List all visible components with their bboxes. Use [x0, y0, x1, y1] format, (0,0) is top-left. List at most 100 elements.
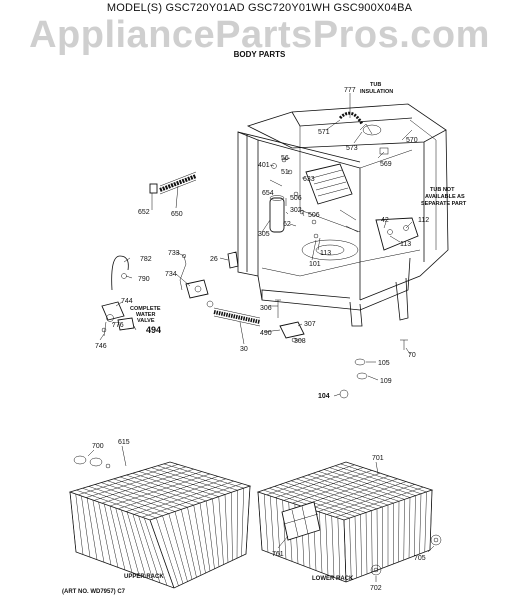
upper-rack-side-wire	[231, 492, 233, 561]
upper-rack-side-wire	[86, 497, 98, 560]
lower-rack-side-wire	[270, 495, 275, 555]
part-number-506-upper: 506	[290, 195, 302, 202]
upper-rack-wire	[117, 476, 219, 510]
upper-rack-side-wire	[212, 498, 220, 567]
part-number-305: 305	[258, 231, 270, 238]
note-water-valve-line-1: COMPLETE	[130, 306, 161, 312]
lower-rack-side-wire	[331, 515, 335, 578]
part-number-109: 109	[380, 378, 392, 385]
upper-rack-wire	[93, 468, 195, 501]
upper-rack-drawing	[68, 455, 252, 589]
upper-rack-side-wire	[138, 515, 161, 583]
note-tub-not-available-line-3: SEPARATE PART	[421, 201, 467, 207]
part-number-569: 569	[380, 161, 392, 168]
part-number-701: 701	[372, 455, 384, 462]
part-number-733: 733	[168, 250, 180, 257]
part-number-105: 105	[378, 360, 390, 367]
lower-rack-wire	[283, 470, 372, 501]
upper-rack-side-wire	[75, 493, 84, 555]
notes: TUB INSULATION TUB NOT AVAILABLE AS SEPA…	[130, 82, 467, 324]
part-number-734: 734	[165, 271, 177, 278]
upper-rack-side-wire	[92, 499, 105, 563]
section-title: BODY PARTS	[233, 50, 286, 59]
lower-rack-wire	[335, 486, 424, 518]
lower-rack-side-wire	[282, 499, 287, 560]
part-number-112: 112	[418, 217, 429, 224]
upper-rack-side-wire	[149, 519, 175, 589]
part-number-42: 42	[381, 217, 389, 224]
part-number-777: 777	[344, 87, 356, 94]
part-number-744: 744	[121, 298, 133, 305]
lower-rack-wire	[292, 472, 381, 504]
part-number-113-left: 113	[320, 250, 331, 257]
note-tub-not-available-line-2: AVAILABLE AS	[425, 194, 465, 200]
part-number-51: 51	[281, 169, 289, 176]
part-number-104: 104	[318, 393, 330, 400]
part-number-494: 494	[146, 325, 161, 335]
lower-rack-side-wire	[276, 497, 281, 557]
upper-rack-side-wire	[181, 509, 197, 578]
lower-rack-side-wire	[365, 512, 368, 575]
tub-assembly	[237, 103, 449, 327]
caption-lower-rack: LOWER RACK	[312, 576, 354, 582]
note-water-valve-line-2: WATER	[136, 312, 155, 318]
part-number-70: 70	[408, 352, 416, 359]
part-number-654: 654	[262, 190, 274, 197]
upper-rack-wire	[77, 464, 179, 496]
lower-rack-side-wire	[360, 514, 362, 577]
upper-rack-side-wire	[174, 511, 193, 580]
upper-rack-side-wire	[224, 494, 229, 563]
lower-rack-side-wire	[408, 497, 411, 559]
part-number-650: 650	[171, 211, 183, 218]
watermark: AppliancePartsPros.com	[29, 14, 490, 56]
upper-rack-side-wire	[236, 490, 238, 559]
lower-rack-side-wire	[343, 519, 347, 583]
caption-upper-rack: UPPER RACK	[124, 574, 164, 580]
part-number-573: 573	[346, 145, 358, 152]
upper-rack-side-wire	[168, 513, 188, 582]
upper-rack-wire	[85, 466, 187, 498]
upper-rack-side-wire	[98, 501, 112, 565]
lower-left-parts	[101, 251, 408, 399]
part-number-56: 56	[281, 155, 289, 162]
lower-rack-side-wire	[319, 511, 323, 573]
part-number-615: 615	[118, 439, 130, 446]
note-water-valve-line-3: VALVE	[137, 318, 155, 324]
lower-rack-side-wire	[349, 518, 352, 581]
part-number-113-right: 113	[400, 241, 411, 248]
lower-rack-wire	[275, 467, 364, 498]
upper-rack-side-wire	[187, 507, 202, 576]
upper-rack-side-wire	[144, 517, 168, 586]
note-tub-insulation-line-1: TUB	[370, 82, 381, 88]
upper-rack-side-wire	[218, 496, 224, 565]
lower-rack-side-wire	[354, 516, 357, 579]
lower-rack-side-wire	[398, 501, 400, 563]
upper-rack-side-wire	[199, 502, 211, 572]
lower-rack-wire	[326, 484, 415, 515]
upper-rack-wire	[101, 471, 203, 504]
lower-rack-side-wire	[403, 499, 405, 561]
part-number-776: 776	[112, 322, 124, 329]
upper-rack-side-wire	[104, 503, 119, 568]
lower-rack-side-wire	[371, 510, 373, 573]
upper-rack-side-wire	[206, 500, 215, 569]
part-number-700: 700	[92, 443, 104, 450]
lower-rack-side-wire	[325, 513, 329, 576]
upper-rack-side-wire	[121, 509, 140, 576]
upper-rack-side-wire	[245, 485, 251, 555]
upper-rack-side-wire	[69, 491, 77, 553]
caption-art-number: (ART NO. WD7957) C7	[62, 589, 126, 595]
part-number-labels: 777 571 570 573 569 401 56 51 633 654 65…	[92, 87, 429, 592]
upper-rack-side-wire	[81, 495, 91, 558]
part-number-308: 308	[294, 338, 306, 345]
lower-rack-wire	[266, 464, 355, 496]
part-number-506-lower: 506	[308, 212, 320, 219]
door-gasket-part	[149, 171, 197, 195]
note-tub-not-available-line-1: TUB NOT	[430, 187, 455, 193]
upper-rack-wire	[109, 473, 211, 507]
part-number-101: 101	[309, 261, 321, 268]
lower-rack-side-wire	[429, 489, 433, 551]
upper-rack-side-wire	[162, 515, 184, 584]
upper-rack-wire	[133, 480, 235, 515]
